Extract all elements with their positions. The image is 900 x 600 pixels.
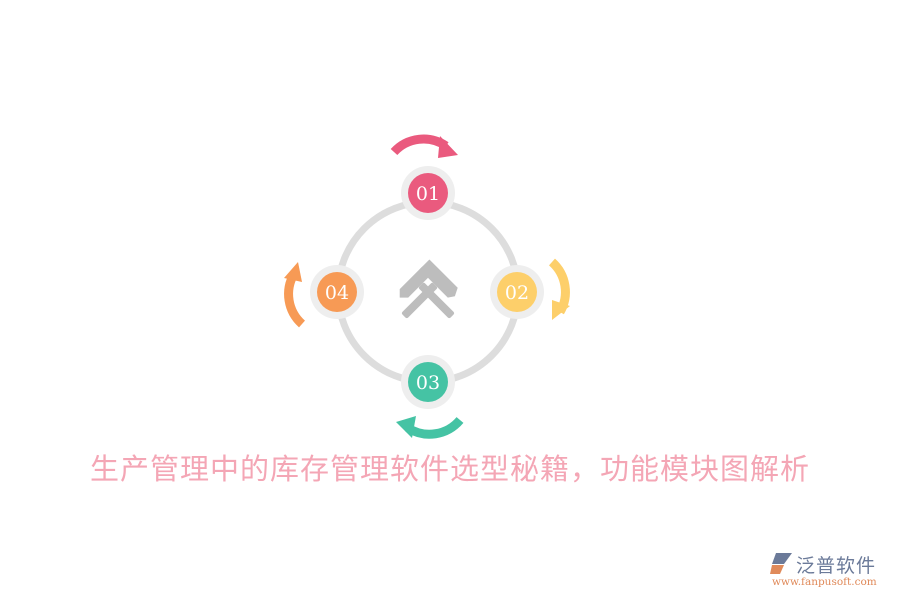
brand-logo: 泛普软件 www.fanpusoft.com — [770, 551, 895, 596]
step-node-03: 03 — [401, 355, 455, 409]
step-label: 03 — [416, 372, 440, 394]
step-label: 02 — [505, 282, 529, 304]
arrow-top-icon — [390, 134, 458, 158]
crossed-hammers-icon — [399, 259, 458, 319]
logo-mark-icon — [770, 553, 792, 574]
step-node-04: 04 — [310, 265, 364, 319]
logo-url: www.fanpusoft.com — [772, 576, 877, 588]
step-node-01: 01 — [401, 166, 455, 220]
arrow-right-icon — [548, 258, 570, 320]
logo-name: 泛普软件 — [796, 555, 877, 577]
step-label: 01 — [416, 183, 440, 205]
arrow-left-icon — [284, 262, 306, 328]
page-title: 生产管理中的库存管理软件选型秘籍，功能模块图解析 — [89, 452, 810, 486]
arrow-bottom-icon — [396, 416, 464, 439]
step-label: 04 — [325, 282, 349, 304]
step-node-02: 02 — [490, 265, 544, 319]
